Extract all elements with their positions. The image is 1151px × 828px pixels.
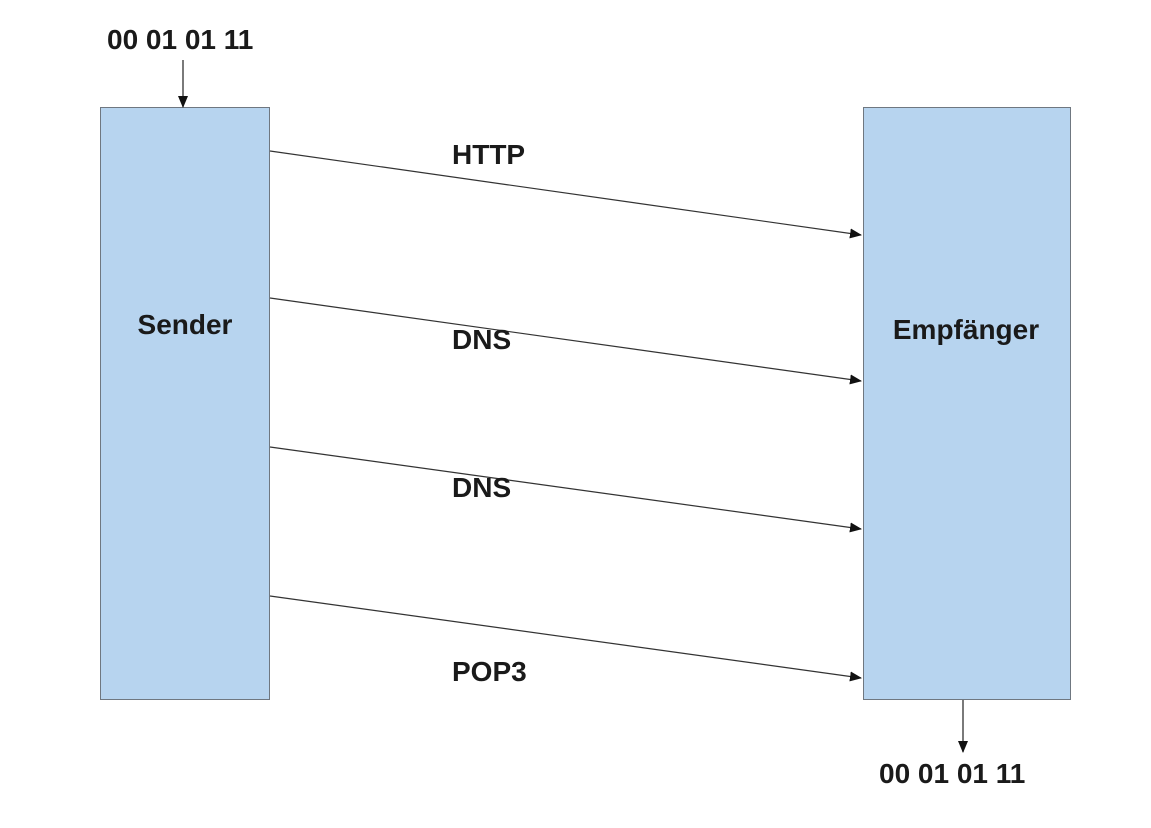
receiver-box [863,107,1071,700]
output-bits-label: 00 01 01 11 [879,758,1026,789]
protocol-label-dns-2: DNS [452,472,512,503]
connection-arrow-dns-1 [269,297,862,385]
connection-arrow-pop3 [269,595,862,682]
sender-box [100,107,270,700]
connection-arrow-dns-2 [269,446,862,533]
protocol-label-dns-1: DNS [452,324,512,355]
sender-label: Sender [137,309,233,340]
protocol-label-pop3: POP3 [452,656,527,687]
input-bits-label: 00 01 01 11 [107,24,254,55]
protocol-label-http: HTTP [452,139,526,170]
connection-arrow-http [269,150,862,239]
receiver-label: Empfänger [892,314,1040,345]
